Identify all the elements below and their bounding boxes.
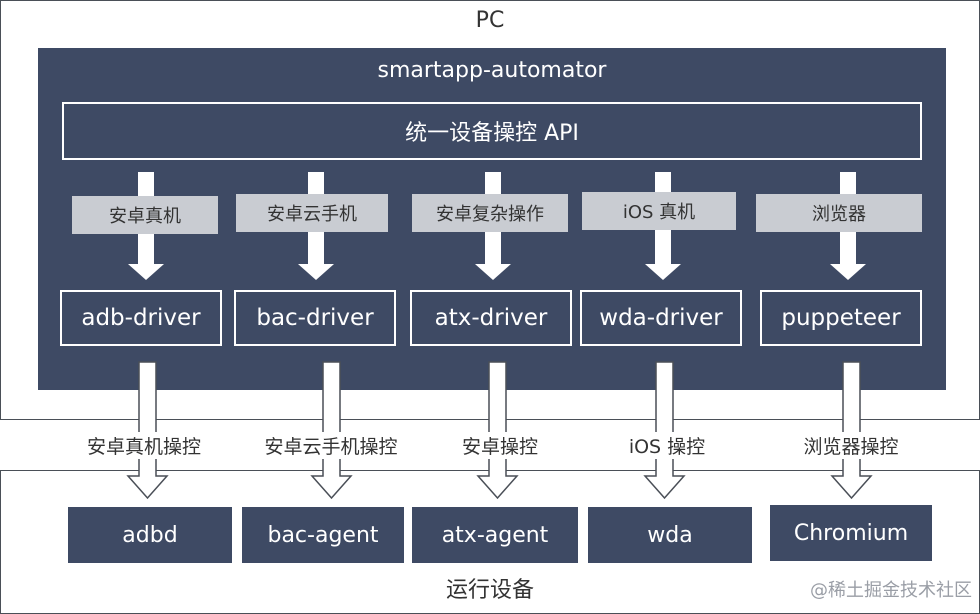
runtime-label: 运行设备 [445, 578, 534, 603]
unified-api-label: 统一设备操控 API [405, 121, 579, 146]
driver-puppeteer: puppeteer [760, 290, 922, 346]
category-ios-device: iOS 真机 [582, 192, 736, 230]
hollow-arrow-1 [126, 361, 169, 500]
category-android-complex: 安卓复杂操作 [412, 194, 568, 232]
hollow-arrow-5 [830, 361, 873, 500]
control-label-browser: 浏览器操控 [799, 432, 903, 459]
driver-wda: wda-driver [580, 290, 742, 346]
control-label-android: 安卓操控 [457, 432, 543, 459]
device-bac-agent: bac-agent [242, 507, 404, 563]
unified-api-box: 统一设备操控 API [62, 102, 922, 160]
category-android-device: 安卓真机 [72, 196, 218, 234]
device-wda: wda [588, 507, 752, 563]
control-label-android-device: 安卓真机操控 [82, 432, 206, 459]
control-label-ios: iOS 操控 [624, 432, 710, 459]
category-browser: 浏览器 [756, 194, 922, 232]
watermark: @稀土掘金技术社区 [810, 580, 972, 601]
driver-device-arrows [126, 361, 873, 500]
category-android-cloud: 安卓云手机 [236, 194, 388, 232]
automator-title: smartapp-automator [377, 58, 607, 83]
device-chromium: Chromium [770, 505, 932, 561]
control-label-android-cloud: 安卓云手机操控 [260, 432, 402, 459]
hollow-arrow-3 [476, 361, 519, 500]
driver-bac: bac-driver [234, 290, 396, 346]
driver-adb: adb-driver [60, 290, 222, 346]
device-atx-agent: atx-agent [412, 507, 578, 563]
device-adbd: adbd [68, 507, 232, 563]
hollow-arrow-2 [310, 361, 353, 500]
pc-label: PC [475, 8, 505, 33]
hollow-arrow-4 [643, 361, 686, 500]
driver-atx: atx-driver [410, 290, 572, 346]
